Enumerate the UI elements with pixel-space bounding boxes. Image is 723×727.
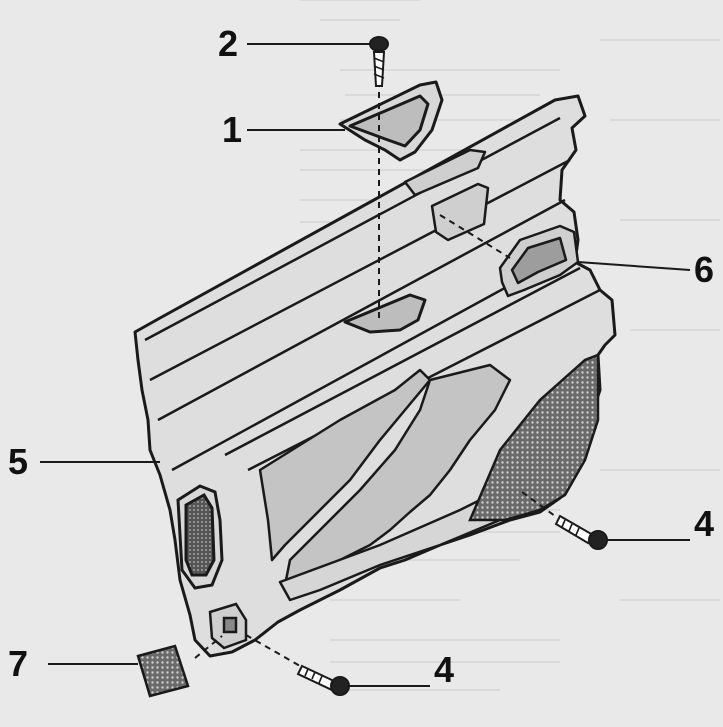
callout-4-right: 4 [694, 503, 715, 544]
screw-bottom [296, 664, 350, 696]
callout-5: 5 [8, 441, 29, 482]
armrest-cover [338, 80, 444, 334]
screw-right [554, 514, 608, 550]
tweeter-speaker [176, 484, 224, 590]
inner-door-handle [498, 224, 580, 298]
door-speaker-grille [468, 353, 600, 522]
callout-1: 1 [222, 109, 243, 150]
callout-7: 7 [8, 643, 29, 684]
callout-2: 2 [218, 23, 239, 64]
speaker-grille [136, 644, 190, 698]
screw-top [369, 36, 389, 87]
callout-6: 6 [694, 249, 715, 290]
callout-4-bottom: 4 [434, 649, 455, 690]
